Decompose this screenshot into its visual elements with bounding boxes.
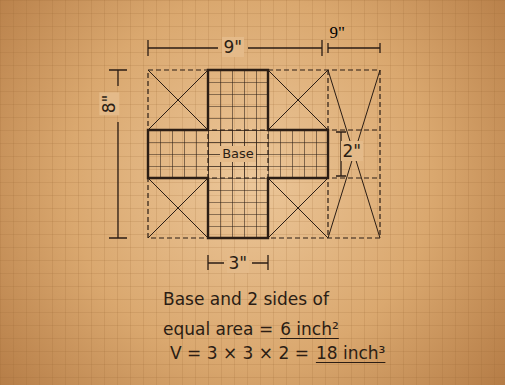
- cross-outline: [148, 70, 328, 238]
- dimension-label: 9": [330, 23, 345, 43]
- dimension-label: 2": [341, 141, 364, 161]
- sheet-outline: [148, 70, 380, 238]
- cross-mark: [268, 178, 328, 238]
- cross-mark: [328, 70, 380, 238]
- box-net: [109, 40, 380, 270]
- cut-lines: [148, 70, 380, 238]
- volume-formula: V = 3 × 3 × 2 =: [170, 343, 309, 363]
- cross-mark: [148, 70, 208, 130]
- dimension-label: 8": [99, 93, 119, 116]
- dimension-lines: [109, 40, 380, 270]
- waste-crosses: [148, 70, 380, 238]
- cross-mark: [148, 178, 208, 238]
- dimension-line: [328, 43, 380, 53]
- base-square: Base: [208, 130, 268, 178]
- cross-grid: [148, 130, 328, 178]
- volume-result: 18 inch³: [316, 343, 385, 363]
- area-result: 6 inch²: [280, 319, 339, 339]
- node-label: Base: [220, 146, 256, 162]
- cross-mark: [268, 70, 328, 130]
- dimension-label: 3": [227, 253, 250, 273]
- dimension-label: 9": [222, 37, 245, 57]
